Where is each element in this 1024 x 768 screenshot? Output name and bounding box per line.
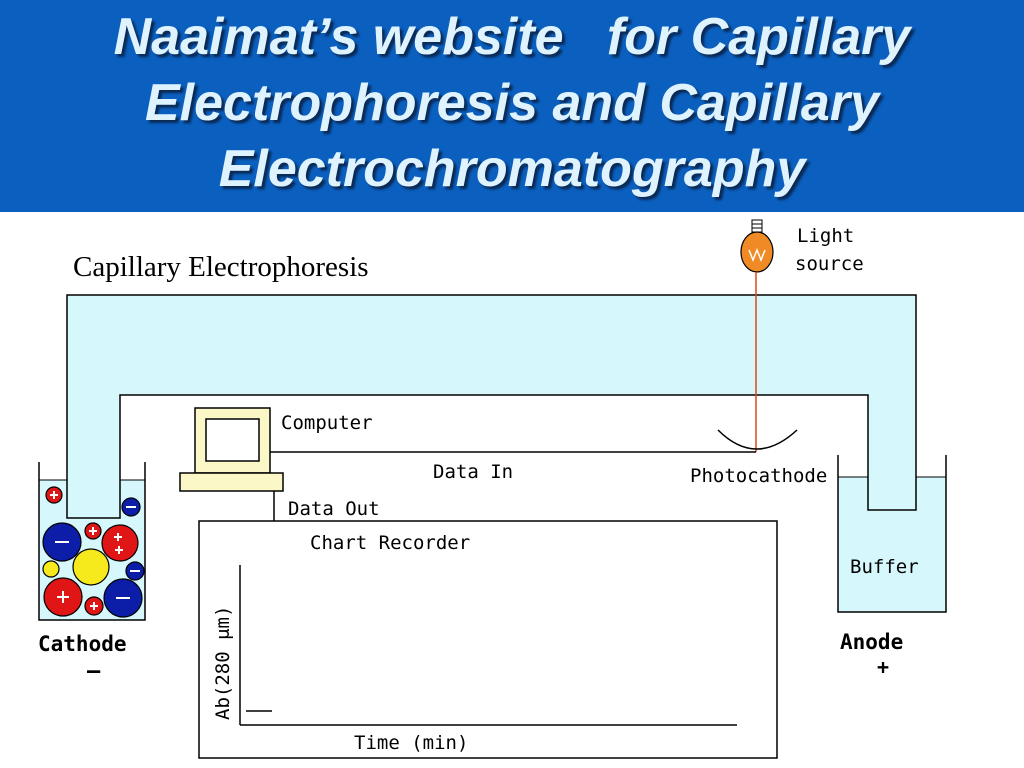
cathode-label: Cathode [38, 632, 127, 656]
capillary-outlet [867, 477, 917, 511]
slide-title: Naaimat’s website for Capillary Electrop… [0, 4, 1024, 202]
buffer-label: Buffer [850, 556, 919, 578]
anode-sign: + [877, 655, 889, 679]
light-source-label-line-1: Light [797, 225, 854, 247]
cathode-sign: – [87, 659, 101, 684]
cathode-reservoir [38, 462, 146, 621]
anode-label: Anode [840, 630, 903, 654]
anode-reservoir [837, 455, 947, 613]
computer-label: Computer [281, 412, 373, 434]
slide-header: Naaimat’s website for Capillary Electrop… [0, 0, 1024, 212]
title-line-2: Electrophoresis and Capillary [144, 74, 880, 132]
capillary-inlet [66, 480, 121, 519]
data-in-label: Data In [433, 461, 513, 483]
photocathode-label: Photocathode [690, 465, 827, 487]
title-line-1: Naaimat’s website for Capillary [113, 8, 911, 66]
neutral-molecule [42, 560, 60, 578]
chart-recorder-label: Chart Recorder [310, 532, 470, 554]
chart-y-axis-label: Ab(280 μm) [212, 606, 234, 720]
light-source-label-line-2: source [795, 253, 864, 275]
chart-x-axis-label: Time (min) [354, 732, 468, 754]
title-line-3: Electrochromatography [218, 140, 806, 198]
chart-recorder-box [198, 520, 778, 759]
photocathode-icon [717, 429, 798, 450]
computer-icon [179, 407, 284, 492]
light-bulb-icon [740, 219, 774, 273]
capillary-electrophoresis-diagram: Capillary Electrophoresis [38, 219, 947, 759]
diagram-heading: Capillary Electrophoresis [73, 251, 369, 283]
data-out-label: Data Out [288, 498, 380, 520]
ion-charge-signs [50, 491, 140, 610]
positive-ion [101, 524, 139, 562]
neutral-molecule [72, 548, 110, 586]
